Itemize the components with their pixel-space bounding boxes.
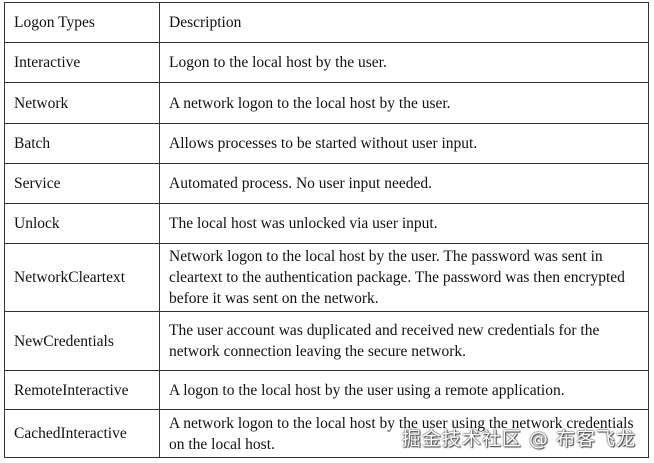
table-row: CachedInteractive A network logon to the… (4, 409, 649, 458)
table-row: Batch Allows processes to be started wit… (4, 123, 649, 164)
logon-type-cell: Interactive (4, 42, 160, 83)
table-header-row: Logon Types Description (4, 2, 649, 43)
header-logon-types: Logon Types (4, 2, 160, 43)
logon-type-cell: Batch (4, 123, 160, 164)
logon-type-cell: Service (4, 163, 160, 204)
logon-type-cell: RemoteInteractive (4, 370, 160, 410)
logon-types-table: Logon Types Description Interactive Logo… (4, 2, 649, 458)
table-row: Interactive Logon to the local host by t… (4, 42, 649, 83)
header-description: Description (159, 2, 649, 43)
table-row: Network A network logon to the local hos… (4, 82, 649, 124)
table-row: Unlock The local host was unlocked via u… (4, 203, 649, 244)
table-row: NetworkCleartext Network logon to the lo… (4, 243, 649, 312)
description-cell: Allows processes to be started without u… (159, 123, 649, 164)
watermark-text: 掘金技术社区 @ 布客飞龙 (401, 428, 636, 450)
description-cell: A network logon to the local host by the… (159, 409, 649, 458)
description-cell: A logon to the local host by the user us… (159, 370, 649, 410)
logon-type-cell: Network (4, 82, 160, 124)
table-row: NewCredentials The user account was dupl… (4, 311, 649, 371)
description-cell: Network logon to the local host by the u… (159, 243, 649, 312)
logon-type-cell: CachedInteractive (4, 409, 160, 458)
description-cell: A network logon to the local host by the… (159, 82, 649, 124)
description-cell: The local host was unlocked via user inp… (159, 203, 649, 244)
description-cell: Automated process. No user input needed. (159, 163, 649, 204)
logon-type-cell: NetworkCleartext (4, 243, 160, 312)
description-cell: Logon to the local host by the user. (159, 42, 649, 83)
table-row: Service Automated process. No user input… (4, 163, 649, 204)
logon-type-cell: NewCredentials (4, 311, 160, 371)
table-row: RemoteInteractive A logon to the local h… (4, 370, 649, 410)
logon-type-cell: Unlock (4, 203, 160, 244)
description-cell: The user account was duplicated and rece… (159, 311, 649, 371)
